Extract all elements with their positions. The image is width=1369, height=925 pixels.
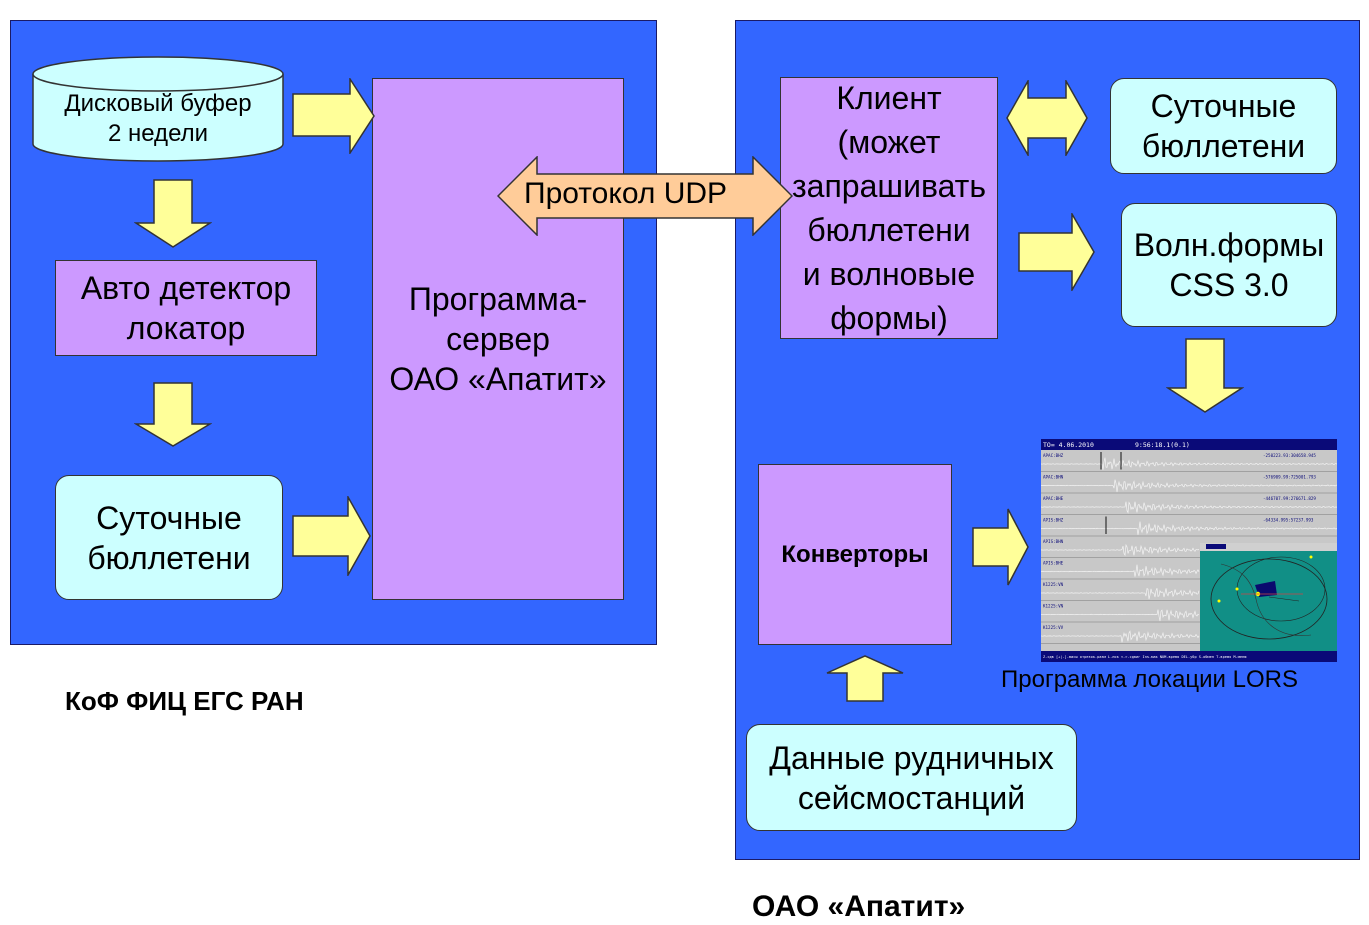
lors-waveform-trace (1041, 609, 1200, 622)
lors-channel-name: APIS:BHZ (1043, 518, 1064, 523)
arrow-right-disk-to-server (292, 78, 375, 154)
arrow-right-converters-lors (972, 508, 1029, 586)
lors-header-left: TO= 4.06.2010 (1043, 441, 1094, 449)
apatit-caption: ОАО «Апатит» (752, 890, 966, 923)
lors-channel-value: -250223.93:304658.945 (1263, 453, 1316, 458)
client-box: Клиент (может запрашивать бюллетени и во… (780, 77, 998, 339)
lors-channel-name: APAC:BHZ (1043, 453, 1064, 458)
lors-waveform-trace (1041, 543, 1200, 557)
arrow-right-client-waveforms (1018, 213, 1095, 291)
arrow-right-bulletins-to-server (292, 496, 371, 576)
lors-waveform-trace (1041, 564, 1200, 577)
daily-bulletins-left-box: Суточные бюллетени (55, 475, 283, 600)
lors-channel-name: APAC:BHN (1043, 475, 1064, 480)
arrow-down-waveforms-lors (1166, 338, 1244, 413)
lors-channel-value: -64334.995:57237.993 (1263, 518, 1314, 523)
lors-waveform-trace (1041, 479, 1337, 493)
daily-bulletins-right-box: Суточные бюллетени (1110, 78, 1337, 174)
udp-protocol-arrow (497, 156, 793, 236)
lors-waveform-trace (1041, 521, 1337, 535)
waveforms-box: Волн.формы CSS 3.0 (1121, 203, 1337, 327)
lors-channel-name: K1225:VN (1043, 604, 1064, 609)
lors-header-right: 9:56:18.1(0.1) (1135, 441, 1190, 449)
lors-waveform-trace (1041, 630, 1200, 643)
lors-waveform-trace (1041, 501, 1337, 514)
lors-screenshot: TO= 4.06.2010 9:56:18.1(0.1) APAC:BHZ -25… (1041, 439, 1337, 662)
kof-caption: КоФ ФИЦ ЕГС РАН (65, 686, 304, 716)
lors-channel-value: -446707.99:276671.829 (1263, 496, 1316, 501)
lors-status-bar: Z-сдв [+|-]-масш отрезок-разм L-лок <->-… (1043, 654, 1247, 659)
udp-protocol-label: Протокол UDP (524, 177, 728, 210)
lors-waveform-trace (1041, 588, 1200, 600)
arrow-down-disk-to-detector (134, 179, 212, 248)
server-program-box: Программа- сервер ОАО «Апатит» (372, 78, 624, 600)
lors-waveform-trace (1041, 457, 1337, 470)
arrow-double-client-bulletins (1006, 80, 1088, 156)
lors-caption: Программа локации LORS (1001, 666, 1298, 693)
lors-channel-name: K1225:VN (1043, 582, 1064, 587)
lors-channel-name: K1225:VV (1043, 625, 1064, 630)
lors-channel-name: APIS:BHE (1043, 561, 1064, 566)
lors-channel-name: APIS:BHN (1043, 539, 1064, 544)
arrow-down-detector-to-bulletins (134, 382, 212, 447)
disk-buffer-label: Дисковый буфер 2 недели (64, 90, 252, 147)
arrow-up-minedata-converters (826, 655, 904, 702)
auto-detector-box: Авто детектор локатор (55, 260, 317, 356)
lors-channel-value: -576909.99:725001.793 (1263, 475, 1316, 480)
mine-data-box: Данные рудничных сейсмостанций (746, 724, 1077, 831)
disk-buffer-cylinder (32, 56, 284, 162)
lors-channel-name: APAC:BHE (1043, 496, 1064, 501)
converters-box: Конверторы (758, 464, 952, 645)
